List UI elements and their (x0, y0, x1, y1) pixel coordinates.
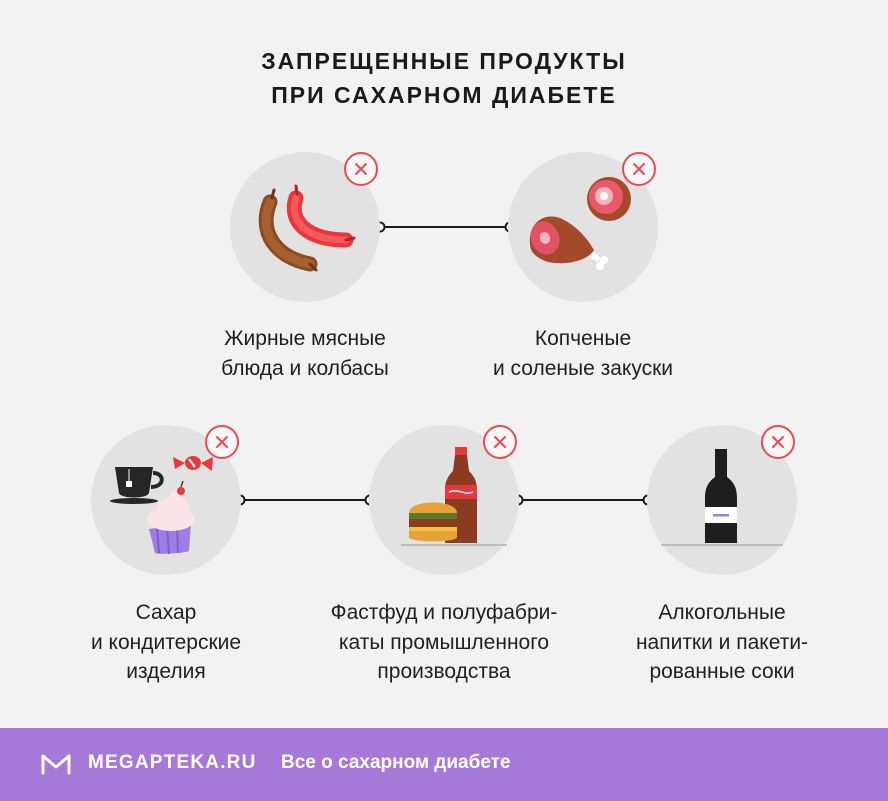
footer-bar: MEGAPTEKA.RU Все о сахарном диабете (0, 728, 888, 801)
connector-row2-right (512, 494, 654, 506)
label-line: и соленые закуски (492, 356, 674, 380)
item-label-sugar-sweets: Сахар и кондитерские изделия (16, 598, 316, 687)
label-line: изделия (126, 660, 206, 683)
label-line: Фастфуд и полуфабри- (330, 601, 558, 624)
item-fastfood (369, 425, 519, 575)
item-sugar-sweets (91, 425, 241, 575)
connector-row2-left (234, 494, 376, 506)
label-line: Сахар (135, 601, 197, 624)
label-line: напитки и пакети- (635, 630, 809, 654)
ham-icon (529, 177, 631, 270)
sausage-icon (258, 184, 356, 272)
page-title: ЗАПРЕЩЕННЫЕ ПРОДУКТЫ ПРИ САХАРНОМ ДИАБЕТ… (0, 44, 888, 112)
fastfood-icon (401, 447, 507, 546)
label-line: блюда и колбасы (221, 356, 389, 380)
forbidden-x-icon (761, 425, 795, 459)
footer-tagline: Все о сахарном диабете (281, 752, 511, 773)
item-alcohol-juices (647, 425, 797, 575)
item-label-fastfood: Фастфуд и полуфабри- каты промышленного … (294, 598, 594, 687)
label-line: Алкогольные (658, 601, 786, 624)
title-line-1: ЗАПРЕЩЕННЫЕ ПРОДУКТЫ (261, 48, 627, 74)
brand-link[interactable]: MEGAPTEKA.RU (88, 752, 257, 773)
title-line-2: ПРИ САХАРНОМ ДИАБЕТЕ (271, 82, 617, 108)
label-line: рованные соки (649, 660, 795, 683)
bottle-icon (661, 449, 783, 546)
item-fatty-meat (230, 152, 380, 302)
item-smoked-snacks (508, 152, 658, 302)
forbidden-x-icon (344, 152, 378, 186)
item-label-alcohol-juices: Алкогольные напитки и пакети- рованные с… (572, 598, 872, 687)
connector-row1 (374, 221, 516, 233)
label-line: каты промышленного (338, 630, 550, 654)
label-line: Жирные мясные (224, 327, 386, 350)
forbidden-x-icon (483, 425, 517, 459)
forbidden-x-icon (622, 152, 656, 186)
label-line: Копченые (534, 327, 632, 350)
sweets-icon (110, 456, 213, 555)
label-line: производства (377, 660, 511, 683)
item-label-smoked-snacks: Копченые и соленые закуски (433, 324, 733, 383)
label-line: и кондитерские (90, 630, 242, 654)
item-circle (508, 152, 658, 302)
item-label-fatty-meat: Жирные мясные блюда и колбасы (155, 324, 455, 383)
megapteka-m-icon (41, 754, 71, 775)
forbidden-x-icon (205, 425, 239, 459)
